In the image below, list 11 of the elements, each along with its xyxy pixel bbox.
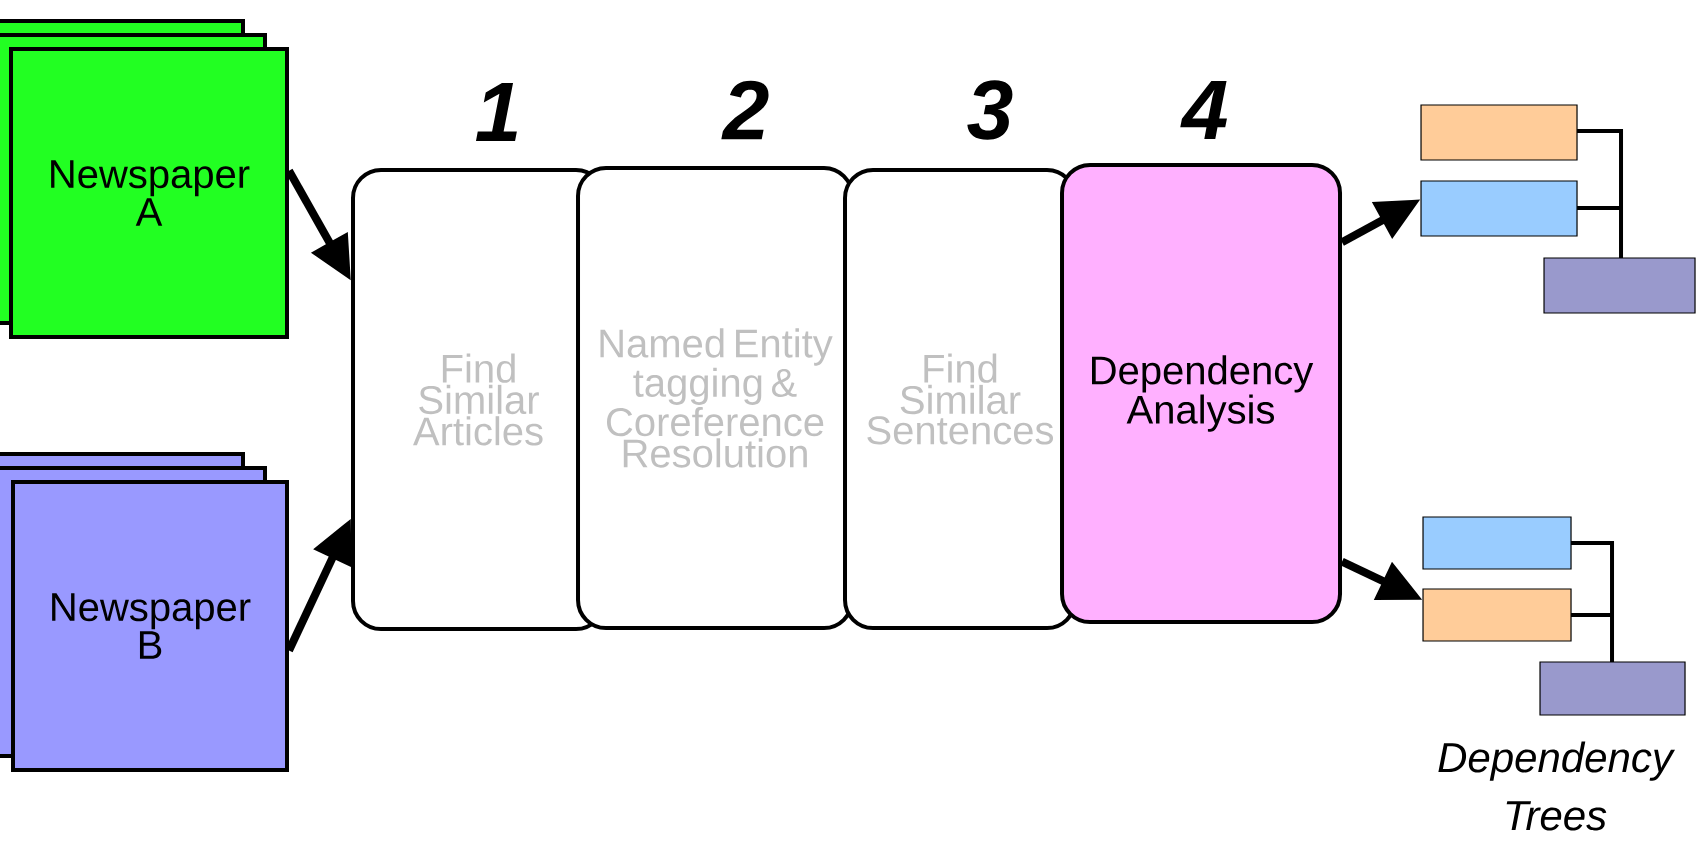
step-number: 3 [967,80,1013,140]
process-box: Find Similar Sentences [843,168,1077,630]
newspaper-stack: Newspaper B [0,452,289,772]
newspaper-stack: Newspaper A [0,19,289,339]
process-box: Dependency Analysis [1060,163,1342,624]
step-number: 4 [1180,81,1227,139]
tree-drawing [1420,104,1696,314]
step-number: 1 [476,83,517,141]
process-box: Named Entity tagging & Coreference Resolution [576,166,854,630]
tree-drawing [1422,516,1686,716]
step-number: 2 [721,80,769,140]
